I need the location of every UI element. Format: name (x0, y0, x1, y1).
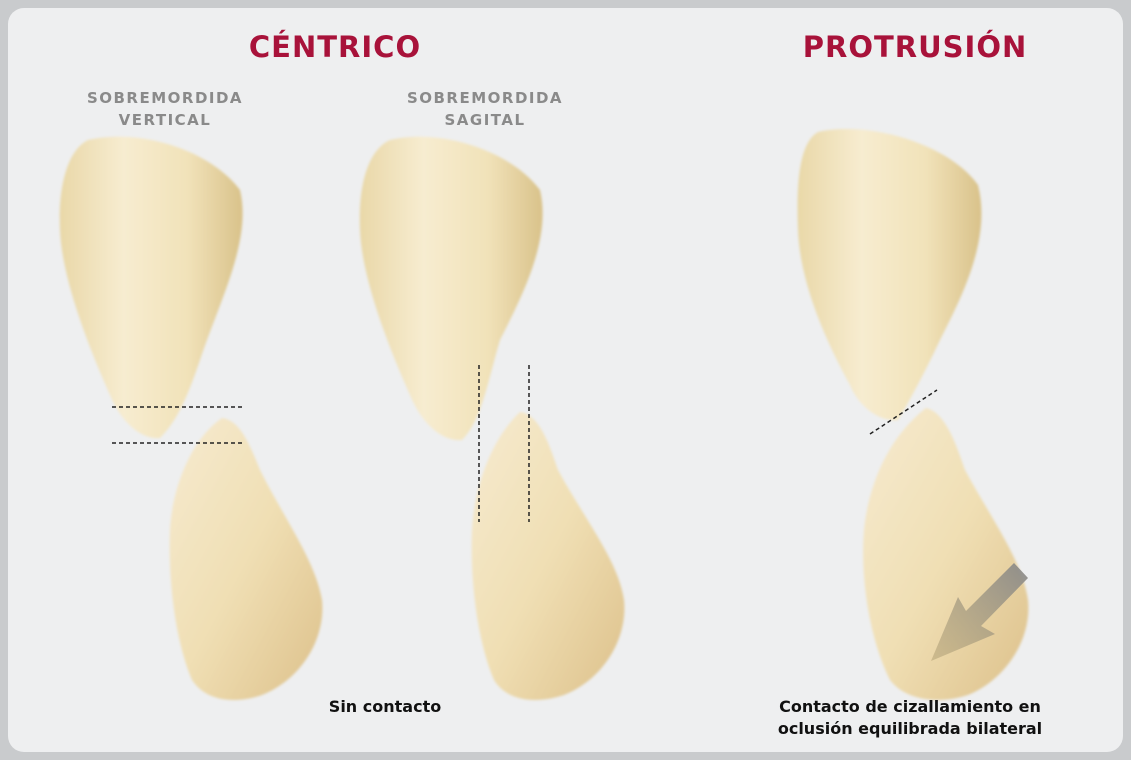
heading-protrusion: PROTRUSIÓN (785, 30, 1045, 64)
tooth-pair-sagittal (360, 137, 625, 700)
upper-tooth-sagittal (360, 137, 543, 440)
lower-tooth-sagittal (472, 412, 625, 700)
caption-shear-line2: oclusión equilibrada bilateral (745, 718, 1075, 740)
lower-tooth-vertical (170, 418, 323, 700)
label-vertical-line1: SOBREMORDIDA (55, 87, 275, 109)
tooth-pair-protrusion (798, 129, 1029, 700)
label-sagittal-line1: SOBREMORDIDA (375, 87, 595, 109)
label-vertical-overbite: SOBREMORDIDA VERTICAL (55, 87, 275, 131)
caption-no-contact: Sin contacto (290, 696, 480, 718)
upper-tooth-vertical (60, 137, 243, 438)
tooth-pair-vertical (60, 137, 323, 700)
caption-shear-contact: Contacto de cizallamiento en oclusión eq… (745, 696, 1075, 740)
label-vertical-line2: VERTICAL (55, 109, 275, 131)
heading-centric: CÉNTRICO (225, 30, 445, 64)
label-sagittal-overbite: SOBREMORDIDA SAGITAL (375, 87, 595, 131)
caption-shear-line1: Contacto de cizallamiento en (745, 696, 1075, 718)
lower-tooth-protrusion (863, 408, 1028, 700)
label-sagittal-line2: SAGITAL (375, 109, 595, 131)
upper-tooth-protrusion (798, 129, 982, 420)
